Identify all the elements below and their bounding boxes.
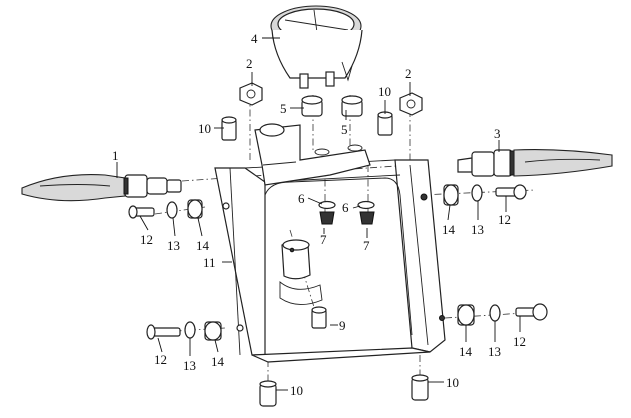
plate-washers-nuts: [318, 200, 375, 225]
callout-14-right: 14: [442, 222, 456, 237]
callout-12-right: 12: [498, 212, 511, 227]
bottom-spacers: [259, 374, 429, 407]
callout-2-left: 2: [246, 56, 253, 71]
callout-7-right: 7: [363, 238, 370, 253]
callout-9: 9: [339, 318, 346, 333]
callout-14-bottom-left: 14: [211, 354, 225, 369]
callout-10-bottom-right: 10: [446, 375, 459, 390]
speedometer: [270, 5, 363, 89]
callout-12-left: 12: [140, 232, 153, 247]
center-mount-plate: [254, 123, 371, 186]
bottom-right-hardware: [457, 303, 548, 326]
main-bracket: [214, 159, 446, 363]
right-side-hardware: [443, 184, 527, 206]
top-spacers: [221, 111, 393, 141]
left-side-hardware: [128, 199, 203, 219]
callout-1: 1: [112, 148, 119, 163]
callout-13-bottom-right: 13: [488, 344, 501, 359]
top-nuts: [239, 82, 423, 116]
center-bolt: [311, 306, 327, 329]
callout-10-bottom-left: 10: [290, 383, 303, 398]
callout-7-left: 7: [320, 232, 327, 247]
callout-13-right: 13: [471, 222, 484, 237]
callout-10-right-top: 10: [378, 84, 391, 99]
callout-14-left: 14: [196, 238, 210, 253]
callout-13-bottom-left: 13: [183, 358, 196, 373]
callout-6-left: 6: [298, 191, 305, 206]
callout-3: 3: [494, 126, 501, 141]
callout-13-left: 13: [167, 238, 180, 253]
grommets: [301, 95, 363, 117]
callout-5-left: 5: [280, 101, 287, 116]
callout-14-bottom-right: 14: [459, 344, 473, 359]
right-turn-signal: [457, 149, 613, 177]
callout-4: 4: [251, 31, 258, 46]
callout-5-right: 5: [341, 122, 348, 137]
callout-11: 11: [203, 255, 216, 270]
lower-sensor: [279, 239, 323, 305]
callout-labels: 4 2 2 10 10 5 5 1 3 6 6 7 7 12 13 14 14 …: [112, 31, 526, 398]
callout-6-right: 6: [342, 200, 349, 215]
bottom-left-hardware: [146, 321, 222, 341]
callout-2-right: 2: [405, 66, 412, 81]
callout-12-bottom-right: 12: [513, 334, 526, 349]
callout-10-left-top: 10: [198, 121, 211, 136]
left-turn-signal: [21, 174, 182, 202]
callout-12-bottom-left: 12: [154, 352, 167, 367]
leader-lines: [116, 37, 521, 391]
